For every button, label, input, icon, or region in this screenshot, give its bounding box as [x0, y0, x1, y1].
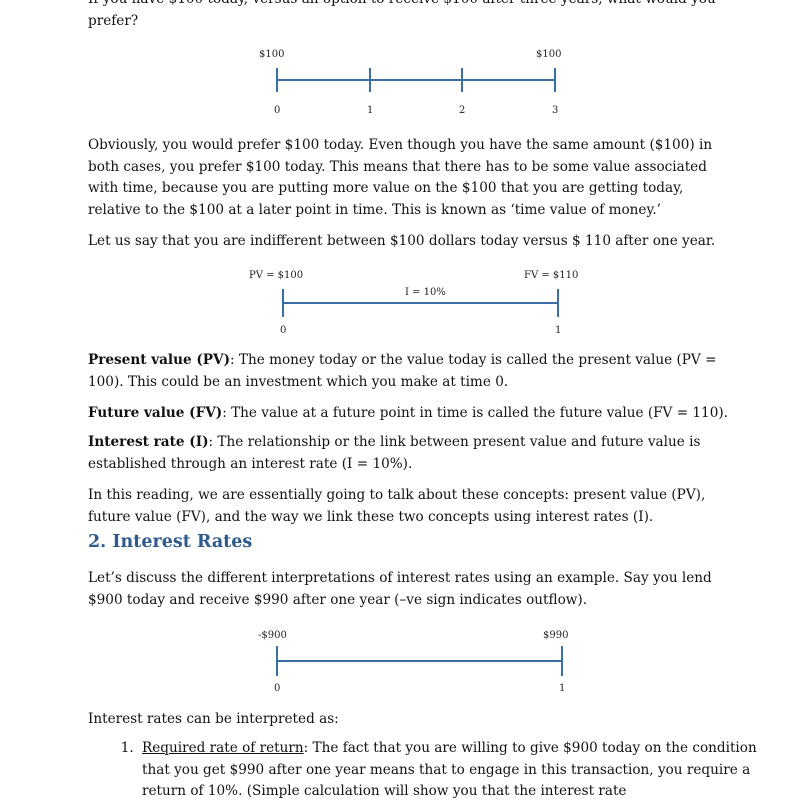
- list-item: Required rate of return: The fact that y…: [138, 738, 788, 803]
- paragraph-interest-example: Let’s discuss the different interpretati…: [88, 570, 712, 608]
- definition-term: Present value (PV): [88, 352, 230, 368]
- timeline-3-left-value: -$900: [258, 630, 287, 641]
- timeline-1-left-value: $100: [259, 49, 284, 60]
- timeline-2-label-1: 1: [555, 325, 561, 336]
- timeline-2-pv-label: PV = $100: [249, 270, 303, 281]
- definition-present-value: Present value (PV): The money today or t…: [88, 350, 738, 393]
- definition-term: Future value (FV): [88, 405, 223, 421]
- definition-interest-rate: Interest rate (I): The relationship or t…: [88, 432, 738, 475]
- timeline-2-rate-label: I = 10%: [405, 287, 446, 298]
- timeline-1-label-0: 0: [274, 105, 280, 116]
- timeline-3-label-1: 1: [559, 683, 565, 694]
- definition-text: : The value at a future point in time is…: [222, 405, 728, 421]
- intro-line-2: prefer?: [88, 12, 139, 29]
- intro-line-1: If you have $100 today, versus an option…: [88, 0, 738, 11]
- paragraph-time-value: Obviously, you would prefer $100 today. …: [88, 137, 713, 218]
- list-item-term: Required rate of return: [142, 740, 304, 756]
- timeline-1-label-2: 2: [459, 105, 465, 116]
- list-item-text: : The fact that you are willing to give …: [142, 740, 757, 799]
- intro-paragraph: If you have $100 today, versus an option…: [88, 0, 738, 32]
- paragraph-interpretations: Interest rates can be interpreted as:: [88, 711, 339, 727]
- section-heading: 2. Interest Rates: [88, 532, 253, 552]
- timeline-2-label-0: 0: [280, 325, 286, 336]
- timeline-1-label-3: 3: [552, 105, 558, 116]
- definition-term: Interest rate (I): [88, 434, 209, 450]
- timeline-1-label-1: 1: [367, 105, 373, 116]
- timeline-3-right-value: $990: [543, 630, 568, 641]
- definition-text: : The relationship or the link between p…: [88, 434, 701, 472]
- paragraph-indifferent: Let us say that you are indifferent betw…: [88, 233, 716, 249]
- timeline-3-label-0: 0: [274, 683, 280, 694]
- timeline-1-right-value: $100: [536, 49, 561, 60]
- definition-future-value: Future value (FV): The value at a future…: [88, 403, 738, 425]
- timeline-2-fv-label: FV = $110: [524, 270, 578, 281]
- interpretations-list: Required rate of return: The fact that y…: [88, 738, 788, 803]
- definition-text: : The money today or the value today is …: [88, 352, 717, 390]
- paragraph-reading-overview: In this reading, we are essentially goin…: [88, 487, 706, 525]
